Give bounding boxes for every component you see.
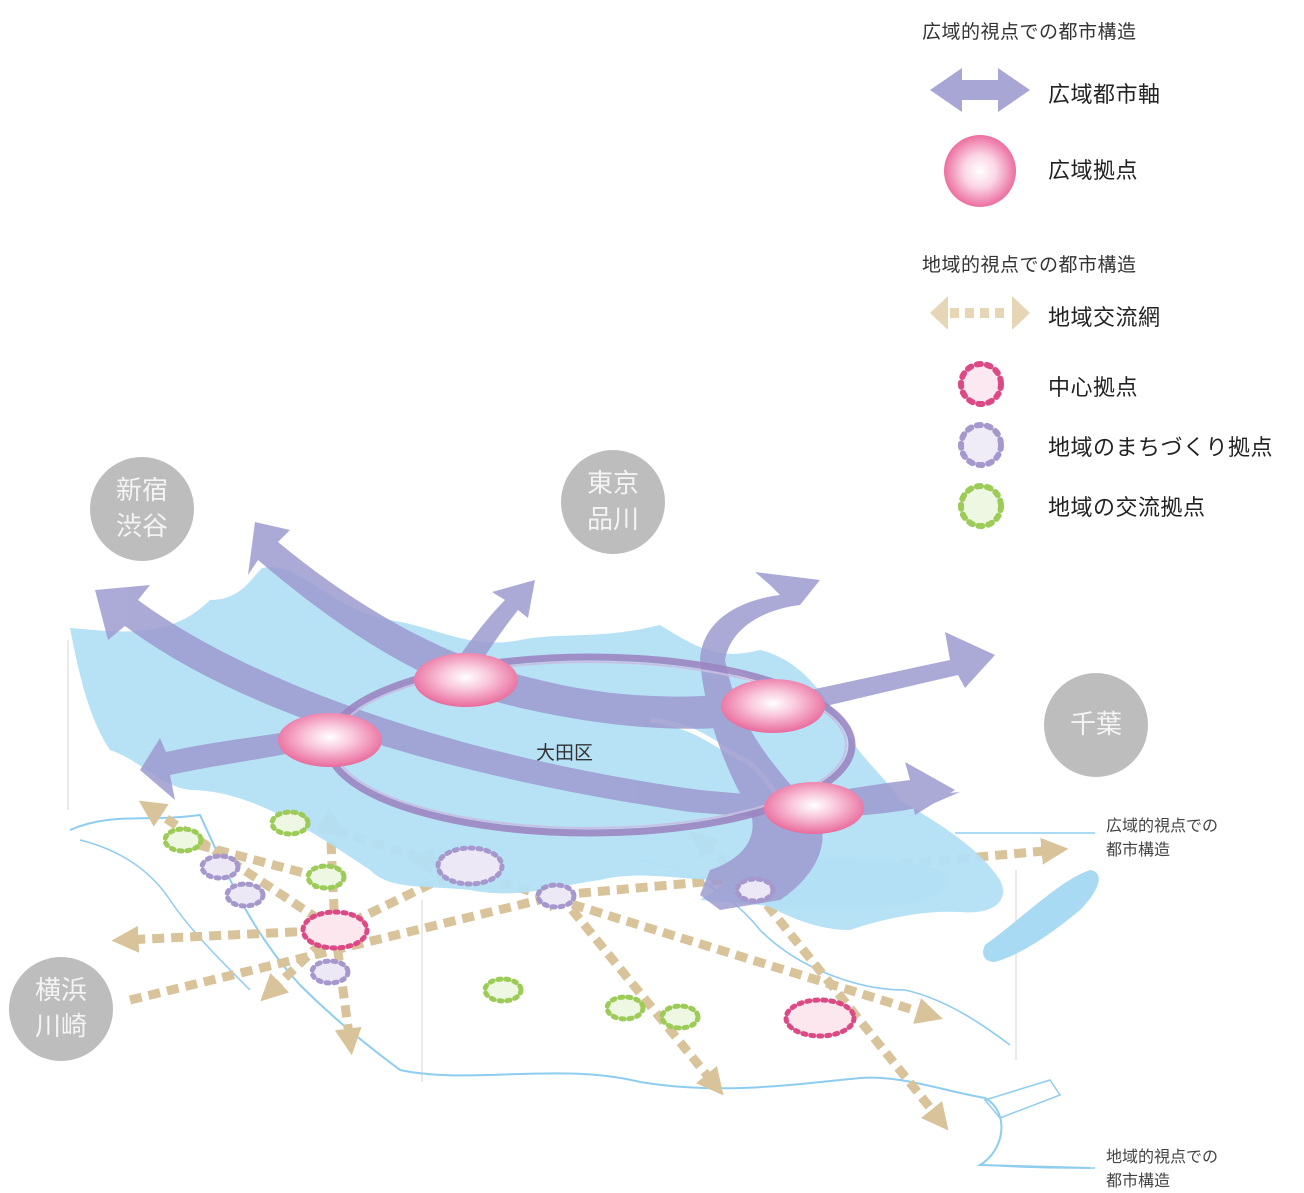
city-chiba: 千葉 bbox=[1044, 673, 1148, 777]
regional-network-symbol bbox=[930, 296, 1030, 330]
exchange-hub bbox=[659, 1003, 701, 1031]
airport-pier bbox=[983, 1079, 1062, 1119]
legend-symbols bbox=[930, 68, 1030, 529]
city-label-line1: 新宿 bbox=[115, 476, 168, 506]
city-label-line1: 横浜 bbox=[34, 976, 87, 1006]
city-label-line2: 品川 bbox=[586, 505, 639, 535]
machizukuri-hub-symbol bbox=[958, 422, 1004, 468]
legend-label-exchange-hub: 地域の交流拠点 bbox=[1048, 496, 1206, 521]
wide-hub-symbol bbox=[944, 135, 1016, 207]
wide-axis-symbol bbox=[930, 68, 1030, 112]
exchange-hub bbox=[604, 994, 646, 1022]
legend-label-center-hub: 中心拠点 bbox=[1048, 376, 1139, 401]
machizukuri-hub bbox=[535, 882, 577, 910]
center-hub bbox=[783, 997, 857, 1039]
wide-hub bbox=[721, 679, 825, 733]
network-arrow-right bbox=[1012, 296, 1030, 330]
machizukuri-hub bbox=[224, 881, 266, 909]
city-yokohama-kawasaki: 横浜 川崎 bbox=[9, 957, 113, 1061]
network-line bbox=[751, 887, 949, 1131]
legend-label-wide-hub: 広域拠点 bbox=[1048, 159, 1139, 184]
haneda-island bbox=[983, 870, 1099, 962]
exchange-hub bbox=[305, 863, 347, 891]
network-line bbox=[298, 815, 943, 1024]
city-label-line2: 渋谷 bbox=[115, 512, 168, 542]
regional-hubs bbox=[162, 809, 857, 1039]
machizukuri-hub bbox=[435, 845, 505, 887]
city-label-line2: 川崎 bbox=[34, 1012, 87, 1042]
legend-label-regional-network: 地域交流網 bbox=[1048, 306, 1161, 331]
wide-hub bbox=[278, 713, 382, 767]
exchange-hub bbox=[482, 976, 524, 1004]
exchange-hub bbox=[162, 826, 204, 854]
legend-heading-regional: 地域的視点での都市構造 bbox=[922, 254, 1137, 276]
layer-label-wide: 広域的視点での 都市構造 bbox=[1106, 814, 1218, 862]
exchange-hub bbox=[269, 809, 311, 837]
center-hub-symbol bbox=[958, 361, 1004, 407]
network-line bbox=[178, 835, 344, 890]
city-shinjuku-shibuya: 新宿 渋谷 bbox=[90, 457, 194, 561]
legend-label-machizukuri-hub: 地域のまちづくり拠点 bbox=[1048, 436, 1274, 461]
legend-heading-wide: 広域的視点での都市構造 bbox=[922, 21, 1137, 43]
layer-label-line1: 地域的視点での bbox=[1106, 1147, 1219, 1166]
machizukuri-hub bbox=[199, 853, 241, 881]
layer-label-line2: 都市構造 bbox=[1106, 840, 1171, 859]
network-line bbox=[128, 885, 574, 1005]
network-line bbox=[556, 892, 724, 1096]
city-label-line1: 東京 bbox=[586, 469, 639, 499]
regional-layer-leader bbox=[984, 1164, 1096, 1169]
wide-axis-west bbox=[140, 730, 305, 800]
coastline-inner bbox=[79, 839, 251, 991]
wide-hubs bbox=[278, 653, 864, 834]
network-line bbox=[111, 925, 336, 953]
network-arrow-left bbox=[930, 296, 948, 330]
wide-hub bbox=[414, 653, 518, 707]
layer-label-line1: 広域的視点での bbox=[1106, 816, 1219, 835]
machizukuri-hub bbox=[309, 958, 351, 986]
city-label-line1: 千葉 bbox=[1069, 710, 1122, 740]
wide-axis-shinjuku bbox=[95, 585, 960, 818]
wide-hub bbox=[764, 782, 864, 834]
ward-label: 大田区 bbox=[536, 742, 594, 764]
machizukuri-hub bbox=[734, 876, 776, 904]
exchange-hub-symbol bbox=[958, 483, 1004, 529]
city-tokyo-shinagawa: 東京 品川 bbox=[561, 450, 665, 554]
layer-label-regional: 地域的視点での 都市構造 bbox=[1106, 1145, 1218, 1193]
legend-label-wide-axis: 広域都市軸 bbox=[1048, 83, 1161, 108]
layer-label-line2: 都市構造 bbox=[1106, 1171, 1171, 1190]
center-hub bbox=[300, 909, 370, 951]
